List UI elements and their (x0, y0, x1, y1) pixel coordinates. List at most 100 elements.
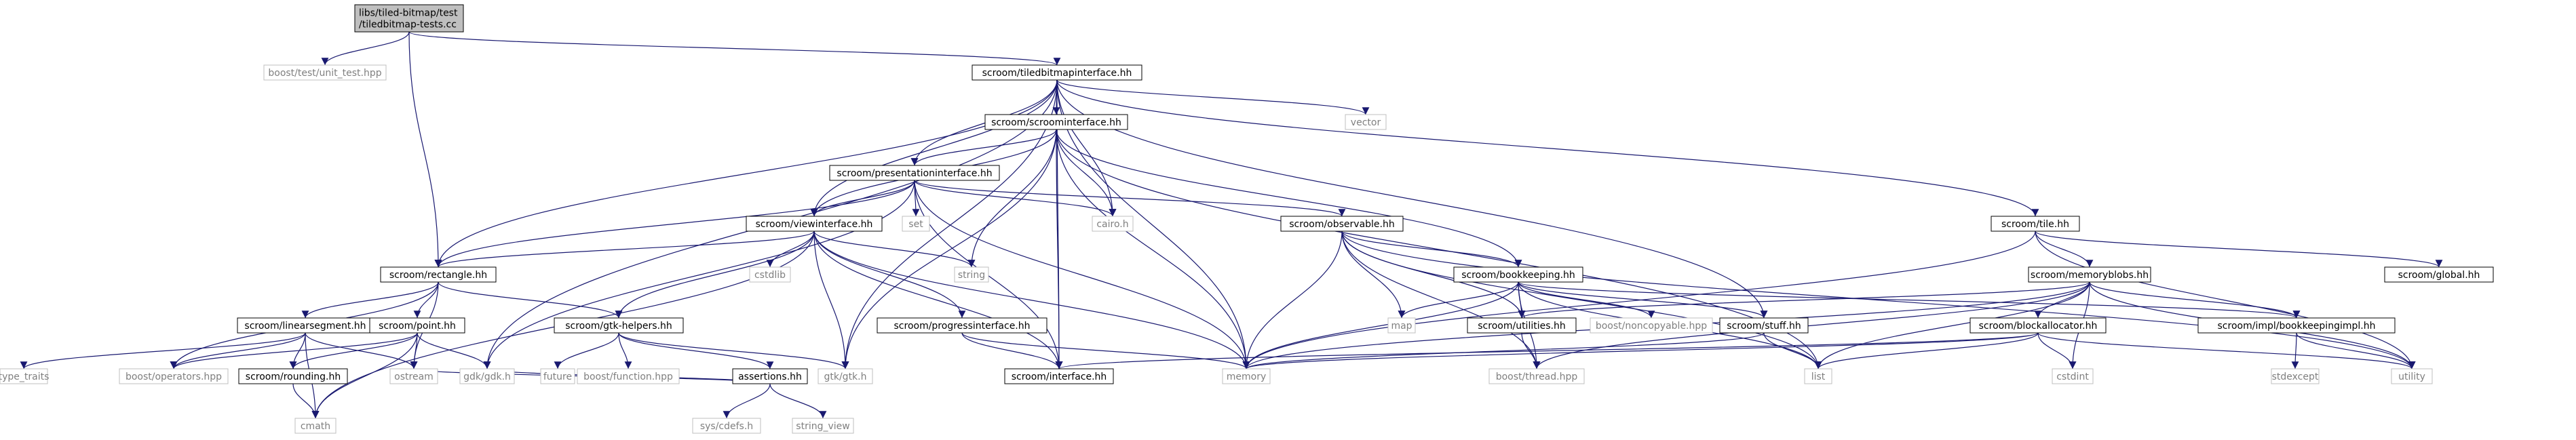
node-label: string_view (796, 421, 849, 432)
node-label: gdk/gdk.h (463, 372, 511, 382)
node-label: scroom/utilities.hh (1478, 321, 1565, 332)
edge-assertions-to-syscdefs (723, 383, 771, 419)
edge-point-to-ops (170, 332, 418, 369)
edge-tile-to-global (2035, 231, 2443, 268)
edge-arrow (813, 231, 1063, 369)
edge-ls-to-type_traits (20, 332, 306, 369)
edge-arrow (1242, 231, 1343, 369)
node-scroom-utilities-hh[interactable]: scroom/utilities.hh (1467, 317, 1577, 334)
node-label: utility (2398, 372, 2425, 382)
edge-arrow (961, 332, 1250, 369)
node-scroom-global-hh[interactable]: scroom/global.hh (2384, 266, 2494, 283)
edge-rect-to-ls (301, 281, 439, 319)
node-box (692, 418, 761, 434)
node-label: list (1811, 372, 1826, 382)
node-assertions-hh[interactable]: assertions.hh (732, 368, 808, 384)
node-label: libs/tiled-bitmap/test (359, 8, 458, 19)
edge-point-to-rounding (289, 332, 418, 369)
edge-arrow (618, 332, 632, 369)
node-string: string (954, 266, 989, 283)
edge-si-to-cairo (1056, 129, 1117, 217)
edge-bk-to-noncopy (1518, 281, 1655, 319)
edge-rect-to-point (413, 281, 439, 319)
node-box (577, 368, 680, 384)
node-scroom-tiledbitmapinterface-hh[interactable]: scroom/tiledbitmapinterface.hh (972, 64, 1142, 81)
edge-arrow (813, 231, 849, 369)
node-box (732, 368, 808, 384)
edge-arrow (1242, 332, 1765, 369)
node-boost-noncopyable-hpp: boost/noncopyable.hpp (1590, 317, 1713, 334)
edge-vi-to-memory (813, 231, 1250, 369)
node-label: sys/cdefs.h (700, 421, 753, 432)
node-box (1991, 216, 2080, 232)
node-scroom-scroominterface-hh[interactable]: scroom/scroominterface.hh (984, 114, 1128, 130)
edge-pi-to-cairo (914, 180, 1117, 217)
node-label: memory (1227, 372, 1267, 382)
edge-arrow (810, 180, 915, 217)
edge-point-to-gdk (417, 332, 491, 369)
edge-vi-to-gtkh (615, 231, 815, 319)
node-gtk-gtk-h: gtk/gtk.h (818, 368, 873, 384)
edge-arrow (914, 180, 1346, 217)
edge-arrow (2035, 231, 2443, 268)
edge-vi-to-progi (813, 231, 966, 319)
node-scroom-blockallocator-hh[interactable]: scroom/blockallocator.hh (1969, 317, 2107, 334)
node-scroom-viewinterface-hh[interactable]: scroom/viewinterface.hh (746, 216, 883, 232)
node-label: scroom/observable.hh (1289, 219, 1395, 230)
node-scroom-linearsegment-hh[interactable]: scroom/linearsegment.hh (237, 317, 374, 334)
node-scroom-rounding-hh[interactable]: scroom/rounding.hh (238, 368, 348, 384)
edge-arrow (769, 383, 827, 419)
node-label: scroom/rectangle.hh (389, 270, 487, 281)
node-scroom-stuff-hh[interactable]: scroom/stuff.hh (1719, 317, 1809, 334)
edge-arrow (292, 383, 320, 419)
node-set: set (902, 216, 930, 232)
node-cmath: cmath (294, 418, 337, 434)
node-scroom-tile-hh[interactable]: scroom/tile.hh (1991, 216, 2080, 232)
node-label: scroom/presentationinterface.hh (837, 168, 992, 179)
node-scroom-interface-hh[interactable]: scroom/interface.hh (1004, 368, 1114, 384)
edge-gtkh-to-future (554, 332, 619, 369)
node-box (1004, 368, 1114, 384)
edge-vi-to-string (813, 231, 976, 268)
node-scroom-observable-hh[interactable]: scroom/observable.hh (1280, 216, 1404, 232)
node-scroom-bookkeeping-hh[interactable]: scroom/bookkeeping.hh (1453, 266, 1583, 283)
node-scroom-gtk-helpers-hh[interactable]: scroom/gtk-helpers.hh (554, 317, 684, 334)
edge-arrow (1056, 129, 1117, 217)
edge-arrow (438, 281, 623, 319)
node-cstdint: cstdint (2052, 368, 2094, 384)
edge-arrow (1518, 281, 2090, 319)
node-utility: utility (2391, 368, 2433, 384)
edge-stuff-to-memory (1242, 332, 1765, 369)
node-label: boost/operators.hpp (126, 372, 222, 382)
node-scroom-rectangle-hh[interactable]: scroom/rectangle.hh (380, 266, 497, 283)
node-box (1590, 317, 1713, 334)
edge-tile-to-mb (2035, 231, 2094, 268)
node-string-view: string_view (792, 418, 854, 434)
edge-arrow (408, 31, 442, 268)
node-label: assertions.hh (738, 372, 802, 382)
edge-arrow (417, 332, 491, 369)
edge-si-to-gtk (841, 129, 1057, 369)
edge-arrow (1814, 281, 2090, 369)
edge-arrow (813, 231, 1250, 369)
edge-arrow (1518, 281, 1768, 319)
node-label: vector (1351, 117, 1381, 128)
node-scroom-point-hh[interactable]: scroom/point.hh (369, 317, 465, 334)
node-label: scroom/memoryblobs.hh (2031, 270, 2149, 281)
node-scroom-progressinterface-hh[interactable]: scroom/progressinterface.hh (877, 317, 1047, 334)
node-label: cstdlib (754, 270, 786, 281)
node-label: string (958, 270, 985, 281)
edge-bk-to-bkimpl (1518, 281, 2300, 319)
node-libs-tiled-bitmap-test-tiledbitmap-tests-cc[interactable]: libs/tiled-bitmap/test/tiledbitmap-tests… (354, 4, 464, 33)
node-scroom-impl-bookkeepingimpl-hh[interactable]: scroom/impl/bookkeepingimpl.hh (2197, 317, 2396, 334)
edge-arrow (813, 231, 966, 319)
node-box (263, 64, 387, 81)
node-label: scroom/bookkeeping.hh (1461, 270, 1575, 281)
edge-arrow (723, 383, 771, 419)
edge-rect-to-gtkh (438, 281, 623, 319)
node-scroom-memoryblobs-hh[interactable]: scroom/memoryblobs.hh (2028, 266, 2151, 283)
node-scroom-presentationinterface-hh[interactable]: scroom/presentationinterface.hh (829, 165, 1000, 181)
edge-arrow (2037, 332, 2416, 369)
node-box (902, 216, 930, 232)
